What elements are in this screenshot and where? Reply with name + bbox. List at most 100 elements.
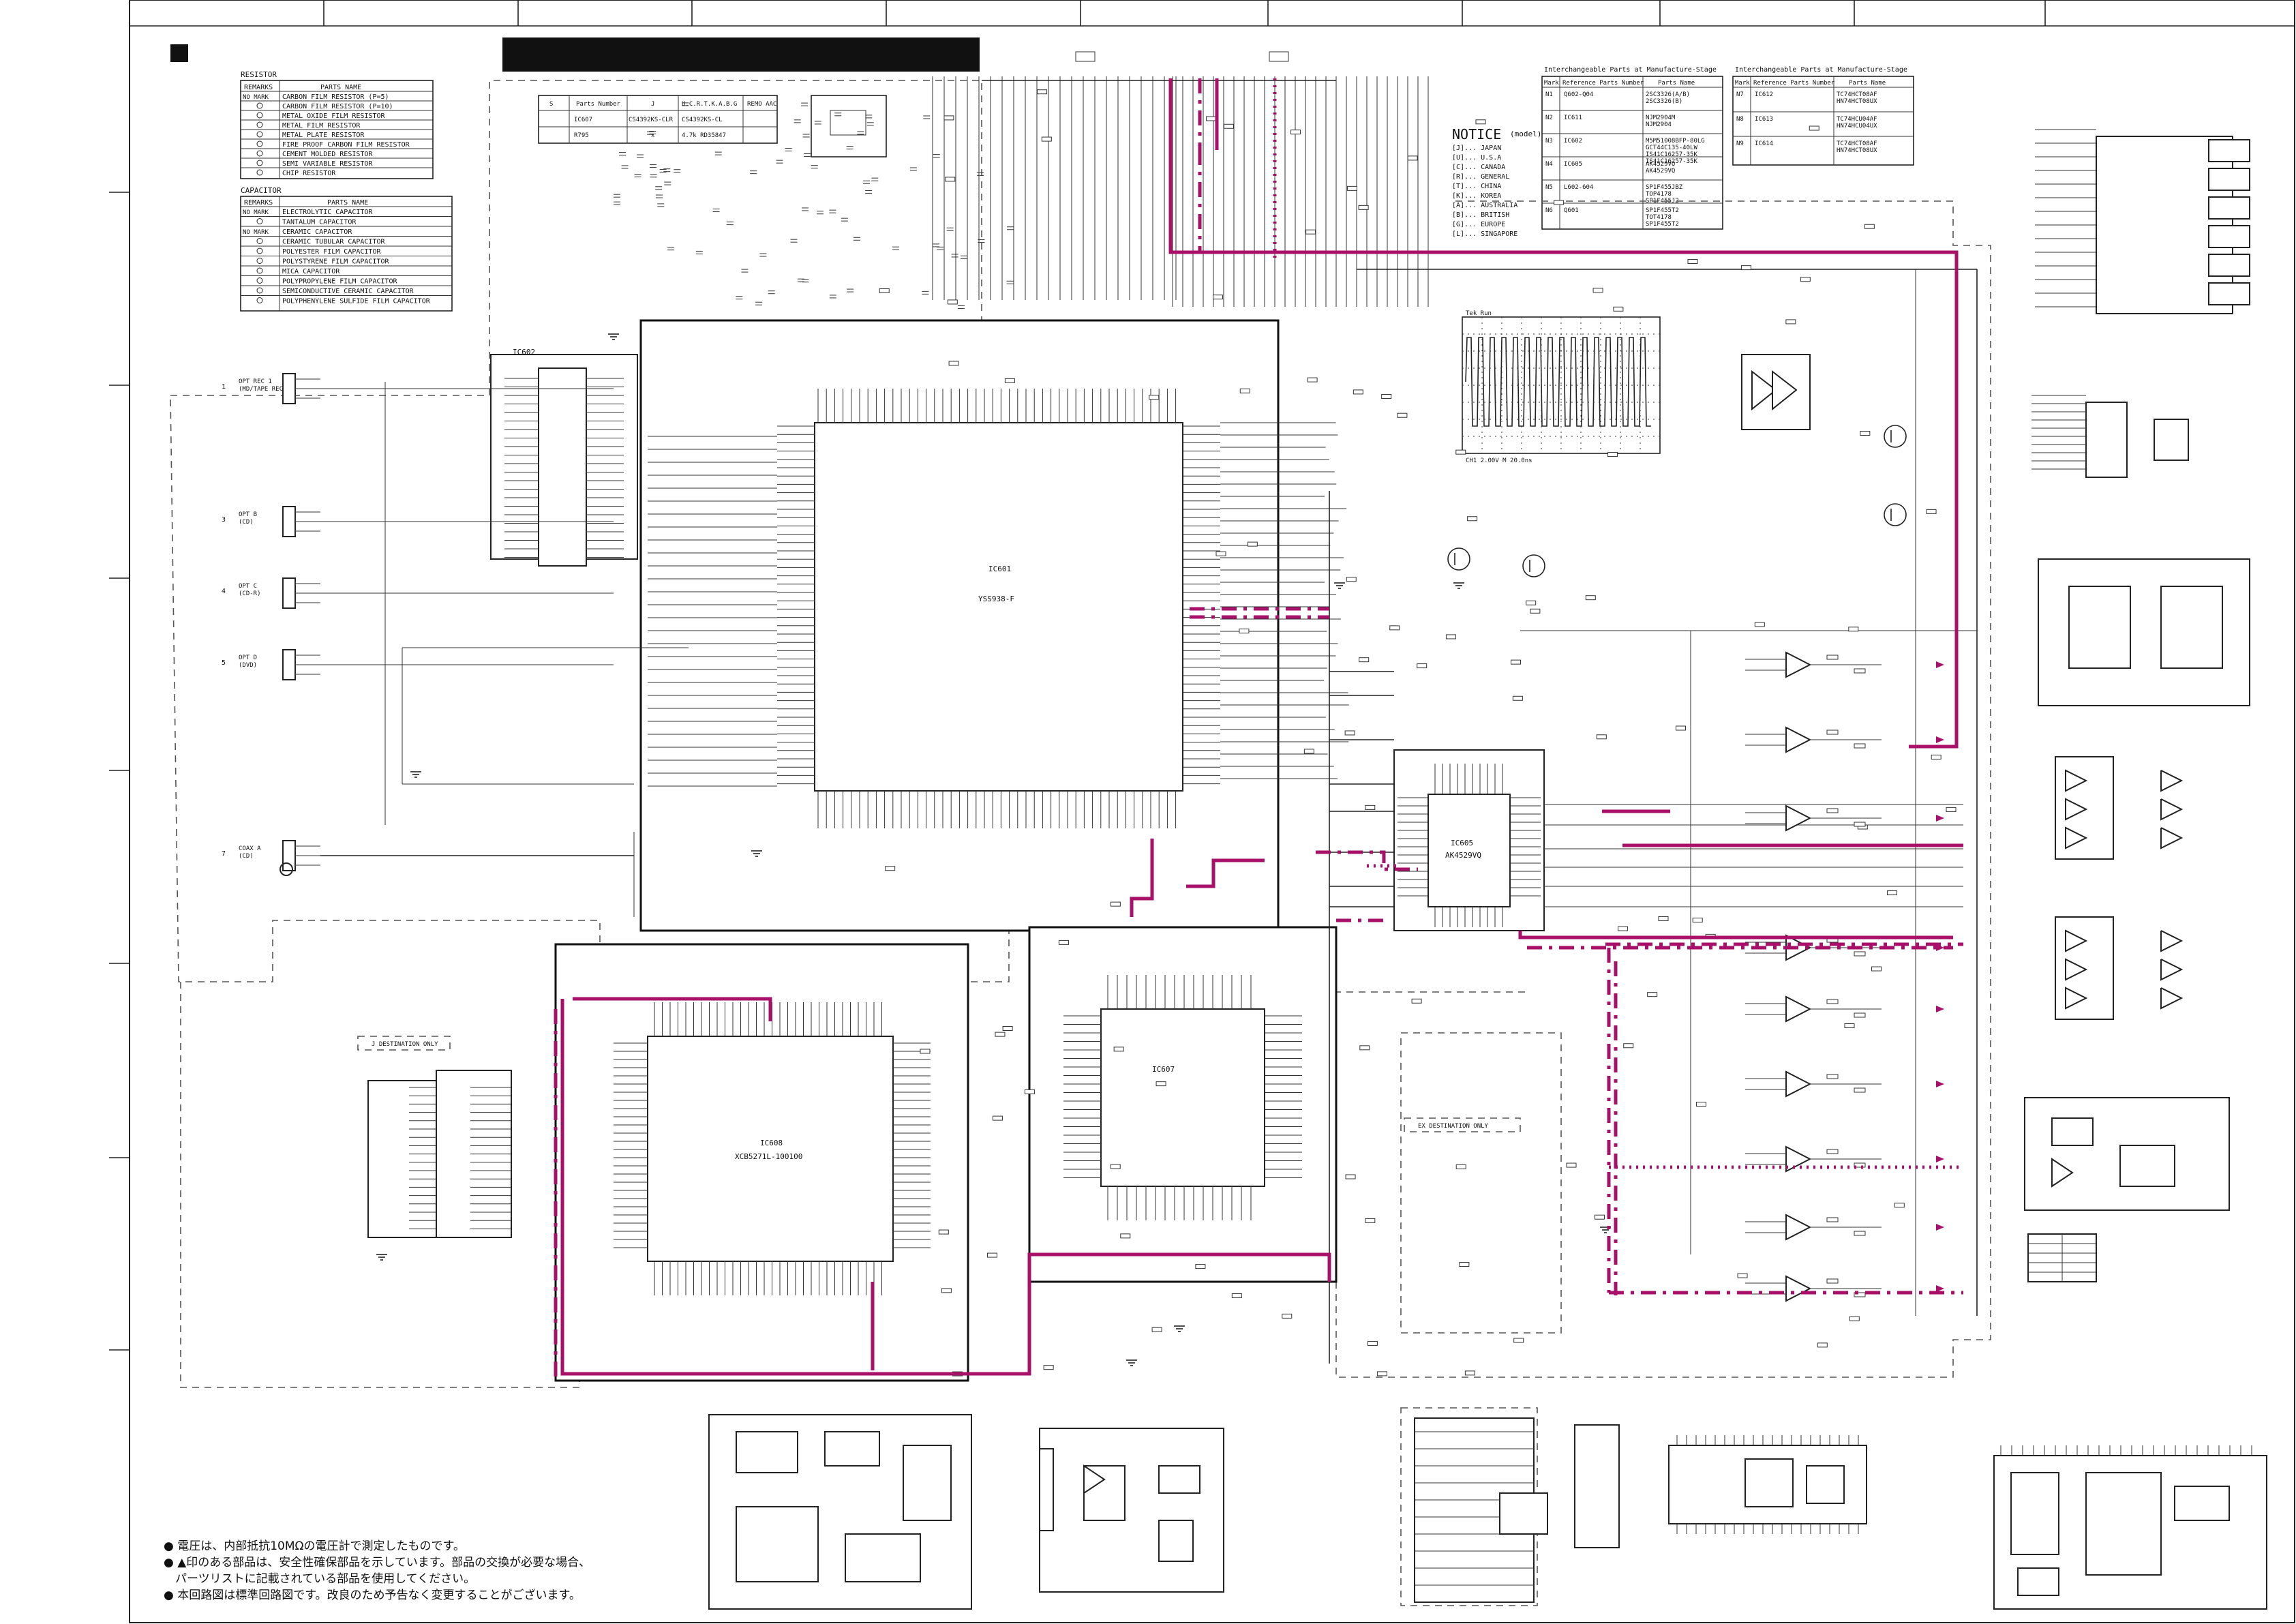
notice-title: NOTICE xyxy=(1452,126,1501,142)
interchangeable-header: Parts Name xyxy=(1849,80,1886,87)
interchangeable-part: TOP4178 xyxy=(1646,191,1672,198)
input-jack-number: 1 xyxy=(222,383,226,391)
capacitor-legend-name: TANTALUM CAPACITOR xyxy=(282,219,357,226)
interchangeable-part: SP1F455JBZ xyxy=(1646,184,1683,191)
parts-row2-alt: 4.7k RD35847 xyxy=(682,132,726,139)
notice-item: [R]... GENERAL xyxy=(1452,173,1509,181)
input-jack-label: COAX A xyxy=(239,845,261,852)
ic605-part: AK4529VQ xyxy=(1445,851,1481,860)
resistor-legend-name: FIRE PROOF CARBON FILM RESISTOR xyxy=(282,141,410,149)
resistor-legend-name: SEMI VARIABLE RESISTOR xyxy=(282,160,373,168)
interchangeable-part: TOT4178 xyxy=(1646,214,1672,221)
capacitor-legend-name: MICA CAPACITOR xyxy=(282,268,340,275)
output-opamp-stages xyxy=(1447,425,1944,1302)
interchangeable-part: NJM2904M xyxy=(1646,115,1676,121)
notice-item: [J]... JAPAN xyxy=(1452,145,1501,152)
interchangeable-part: HN74HCT08UX xyxy=(1837,147,1877,154)
input-jack-label: OPT REC 1 xyxy=(239,378,272,385)
parts-col-number: Parts Number xyxy=(576,101,621,108)
interchangeable-part: TC74HCU04AF xyxy=(1837,116,1877,123)
notice-subtitle: (model) xyxy=(1510,130,1541,138)
resistor-legend-name: METAL OXIDE FILM RESISTOR xyxy=(282,112,385,120)
capacitor-legend-name: POLYSTYRENE FILM CAPACITOR xyxy=(282,258,390,266)
ic-block-diagrams xyxy=(708,129,2267,1610)
ic605-ref: IC605 xyxy=(1451,839,1473,847)
interchangeable-part: IS41C16257-35K xyxy=(1646,158,1697,165)
footer-note-3: パーツリストに記載されている部品を使用してください。 xyxy=(164,1572,475,1586)
destination-label-ex: EX DESTINATION ONLY xyxy=(1418,1123,1489,1130)
border-ticks xyxy=(109,0,2295,1351)
interchangeable-part: SP1F455J2 xyxy=(1646,198,1679,205)
interchangeable-mark: N1 xyxy=(1545,91,1553,98)
capacitor-legend-header: REMARKS xyxy=(244,199,273,207)
interchangeable-mark: N2 xyxy=(1545,115,1553,121)
resistor-legend-name: METAL PLATE RESISTOR xyxy=(282,132,365,139)
interchangeable-ref: IC614 xyxy=(1755,140,1773,147)
interchangeable-table-right: Interchangeable Parts at Manufacture-Sta… xyxy=(1732,66,1914,166)
parts-col-j: J xyxy=(651,101,654,108)
notice-item: [G]... EUROPE xyxy=(1452,221,1505,228)
interchangeable-header: Reference Parts Number xyxy=(1753,80,1835,87)
notice-item: [T]... CHINA xyxy=(1452,183,1501,190)
ic601-part: YSS938-F xyxy=(978,595,1014,603)
capacitor-legend-header: PARTS NAME xyxy=(327,199,368,207)
input-jack-label: OPT B xyxy=(239,511,257,518)
input-jack-label: (MD/TAPE REC) xyxy=(239,386,286,393)
capacitor-legend-name: POLYPHENYLENE SULFIDE FILM CAPACITOR xyxy=(282,298,431,305)
interchangeable-ref: IC605 xyxy=(1564,161,1582,168)
parts-row1-alt: CS4392KS-CL xyxy=(682,117,723,123)
ic608-ref: IC608 xyxy=(760,1139,783,1147)
footer-note-4: ● 本回路図は標準回路図です。改良のため予告なく変更することがございます。 xyxy=(164,1588,581,1602)
input-jack-label: (CD-R) xyxy=(239,590,261,597)
interchangeable-part: SP1F455T2 xyxy=(1646,221,1679,228)
notice-item: [A]... AUSTRALIA xyxy=(1452,202,1517,209)
signal-path xyxy=(554,78,1963,1377)
capacitor-legend-remark: NO MARK xyxy=(243,229,269,236)
footer-notes: ● 電圧は、内部抵抗10MΩの電圧計で測定したものです。 ● ▲印のある部品は、… xyxy=(164,1539,590,1602)
interchangeable-part: 2SC3326(A/B) xyxy=(1646,91,1690,98)
interchangeable-ref: L602-604 xyxy=(1564,184,1593,191)
interchangeable-part: TC74HCT08AF xyxy=(1837,140,1877,147)
scope-readout: CH1 2.00V M 20.0ns xyxy=(1466,457,1532,464)
notice-item: [U]... U.S.A xyxy=(1452,154,1501,162)
interchangeable-part: HN74HCU04UX xyxy=(1837,123,1877,130)
interchangeable-header: Mark xyxy=(1544,80,1559,87)
parts-number-table: S Parts Number J U.C.R.T.K.A.B.G REMO AA… xyxy=(538,95,887,157)
ic605-codec: IC605 AK4529VQ xyxy=(1393,749,1545,931)
interchangeable-mark: N3 xyxy=(1545,138,1553,145)
interchangeable-ref: IC612 xyxy=(1755,91,1773,98)
resistor-legend-name: CARBON FILM RESISTOR (P=5) xyxy=(282,93,389,101)
capacitor-legend: CAPACITOR REMARKS PARTS NAME NO MARK ELECTR… xyxy=(240,186,453,312)
ic602-sram: IC602 xyxy=(490,348,638,567)
notice-item: [L]... SINGAPORE xyxy=(1452,230,1517,238)
input-jack-label: OPT D xyxy=(239,655,257,661)
input-jack-number: 7 xyxy=(222,850,226,858)
interchangeable-mark: N8 xyxy=(1736,116,1744,123)
capacitor-legend-name: SEMICONDUCTIVE CERAMIC CAPACITOR xyxy=(282,288,414,295)
title-bar xyxy=(502,37,980,72)
section-marker xyxy=(170,44,188,62)
interchangeable-right-title: Interchangeable Parts at Manufacture-Sta… xyxy=(1735,66,1907,74)
interchangeable-header: Reference Parts Number xyxy=(1562,80,1644,87)
ic601-ref: IC601 xyxy=(988,565,1011,573)
interchangeable-ref: IC602 xyxy=(1564,138,1582,145)
resistor-legend-header: PARTS NAME xyxy=(320,84,361,91)
input-jack-number: 4 xyxy=(222,588,226,595)
notice-item: [C]... CANADA xyxy=(1452,164,1505,171)
interchangeable-ref: Q602-Q04 xyxy=(1564,91,1593,98)
input-jack-label: (CD) xyxy=(239,519,254,526)
capacitor-legend-title: CAPACITOR xyxy=(241,186,282,195)
input-jack-number: 5 xyxy=(222,659,226,667)
input-jack-label: (CD) xyxy=(239,853,254,860)
input-jack-label: (DVD) xyxy=(239,662,257,669)
resistor-legend-name: CEMENT MOLDED RESISTOR xyxy=(282,151,373,158)
circuit-wiring xyxy=(320,76,1978,1377)
interchangeable-header: Parts Name xyxy=(1658,80,1695,87)
interchangeable-part: SP1F455T2 xyxy=(1646,207,1679,214)
interchangeable-mark: N5 xyxy=(1545,184,1553,191)
capacitor-legend-name: POLYESTER FILM CAPACITOR xyxy=(282,248,381,256)
interchangeable-part: GCT44C135-40LW xyxy=(1646,145,1697,151)
capacitor-legend-name: CERAMIC CAPACITOR xyxy=(282,228,352,236)
capacitor-legend-name: ELECTROLYTIC CAPACITOR xyxy=(282,209,373,216)
